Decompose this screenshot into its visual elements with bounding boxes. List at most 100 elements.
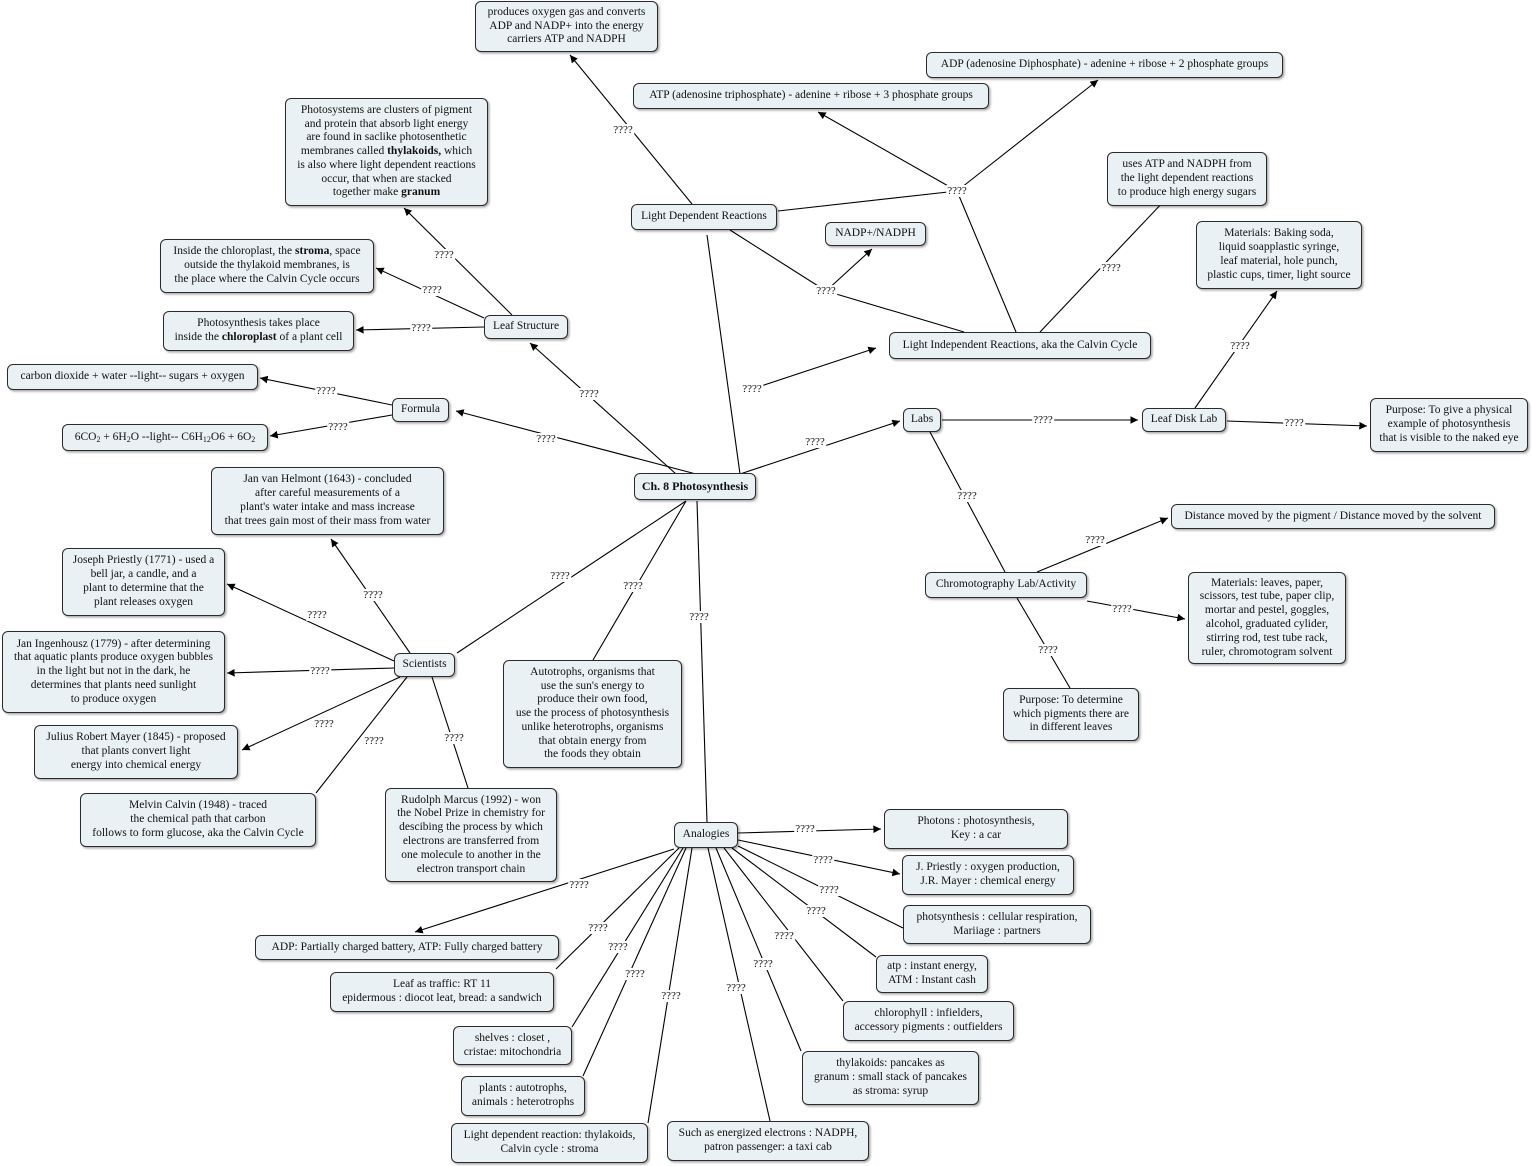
formula-node[interactable]: Formula bbox=[392, 398, 449, 422]
priestly-node[interactable]: Joseph Priestly (1771) - used a bell jar… bbox=[62, 548, 225, 616]
link-label[interactable]: ???? bbox=[535, 433, 557, 445]
calvin-label: Melvin Calvin (1948) - traced the chemic… bbox=[92, 799, 304, 839]
analogy-lightdep-node[interactable]: Light dependent reaction: thylakoids, Ca… bbox=[451, 1123, 648, 1163]
link-label[interactable]: ???? bbox=[421, 284, 443, 296]
analogy-plants-node[interactable]: plants : autotrophs, animals : heterotro… bbox=[461, 1076, 585, 1116]
link-label[interactable]: ???? bbox=[622, 580, 644, 592]
link-label[interactable]: ???? bbox=[549, 570, 571, 582]
light-dependent-node[interactable]: Light Dependent Reactions bbox=[631, 204, 777, 230]
leaf-disk-node[interactable]: Leaf Disk Lab bbox=[1142, 408, 1226, 432]
link-label[interactable]: ???? bbox=[812, 854, 834, 866]
formula-chem-label: 6CO2 + 6H2O --light-- C6H12O6 + 6O2 bbox=[74, 430, 256, 444]
root-node[interactable]: Ch. 8 Photosynthesis bbox=[634, 473, 756, 500]
link-label[interactable]: ???? bbox=[306, 609, 328, 621]
link-label[interactable]: ???? bbox=[443, 732, 465, 744]
rf-formula-label: Distance moved by the pigment / Distance… bbox=[1184, 509, 1482, 522]
analogy-atp-node[interactable]: atp : instant energy, ATM : Instant cash bbox=[876, 955, 988, 993]
autotrophs-node[interactable]: Autotrophs, organisms that use the sun's… bbox=[503, 660, 682, 768]
adp-node[interactable]: ADP (adenosine Diphosphate) - adenine + … bbox=[926, 52, 1283, 78]
link-label[interactable]: ???? bbox=[612, 124, 634, 136]
connector-line bbox=[647, 847, 693, 1124]
analogy-chlorophyll-node[interactable]: chlorophyll : infielders, accessory pigm… bbox=[843, 1001, 1014, 1041]
connector-line bbox=[777, 190, 958, 212]
link-label[interactable]: ???? bbox=[362, 589, 384, 601]
link-label[interactable]: ???? bbox=[1100, 262, 1122, 274]
leaf-disk-materials-node[interactable]: Materials: Baking soda, liquid soapplast… bbox=[1196, 221, 1362, 289]
link-label[interactable]: ???? bbox=[363, 735, 385, 747]
photosystems-node[interactable]: Photosystems are clusters of pigment and… bbox=[285, 98, 488, 206]
analogy-chlorophyll-label: chlorophyll : infielders, accessory pigm… bbox=[854, 1007, 1003, 1033]
link-label[interactable]: ???? bbox=[688, 611, 710, 623]
calvin-use-node[interactable]: uses ATP and NADPH from the light depend… bbox=[1107, 152, 1267, 206]
analogies-node[interactable]: Analogies bbox=[674, 822, 738, 848]
link-label[interactable]: ???? bbox=[433, 249, 455, 261]
link-label[interactable]: ???? bbox=[1032, 414, 1054, 426]
link-label[interactable]: ???? bbox=[804, 436, 826, 448]
calvin-node[interactable]: Melvin Calvin (1948) - traced the chemic… bbox=[80, 793, 316, 847]
connector-line bbox=[715, 847, 802, 1052]
link-label[interactable]: ???? bbox=[1084, 534, 1106, 546]
link-label[interactable]: ???? bbox=[773, 930, 795, 942]
link-label[interactable]: ???? bbox=[805, 905, 827, 917]
analogy-shelves-node[interactable]: shelves : closet , cristae: mitochondria bbox=[453, 1026, 572, 1065]
light-dependent-result-node[interactable]: produces oxygen gas and converts ADP and… bbox=[475, 1, 658, 52]
connector-line bbox=[555, 847, 680, 970]
link-label[interactable]: ???? bbox=[725, 982, 747, 994]
link-label[interactable]: ???? bbox=[818, 884, 840, 896]
link-label[interactable]: ???? bbox=[1229, 340, 1251, 352]
analogy-cellresp-node[interactable]: photsynthesis : cellular respiration, Ma… bbox=[903, 905, 1091, 944]
connector-line bbox=[456, 500, 687, 654]
link-label[interactable]: ???? bbox=[660, 990, 682, 1002]
chromatography-materials-node[interactable]: Materials: leaves, paper, scissors, test… bbox=[1188, 572, 1346, 664]
link-label[interactable]: ???? bbox=[607, 941, 629, 953]
light-dependent-label: Light Dependent Reactions bbox=[641, 210, 767, 223]
link-label[interactable]: ???? bbox=[568, 879, 590, 891]
link-label[interactable]: ???? bbox=[327, 421, 349, 433]
link-label[interactable]: ???? bbox=[410, 322, 432, 334]
labs-node[interactable]: Labs bbox=[903, 408, 941, 432]
analogy-photons-node[interactable]: Photons : photosynthesis, Key : a car bbox=[884, 809, 1068, 849]
chromatography-purpose-node[interactable]: Purpose: To determine which pigments the… bbox=[1003, 688, 1139, 741]
link-label[interactable]: ???? bbox=[309, 665, 331, 677]
analogy-battery-node[interactable]: ADP: Partially charged battery, ATP: Ful… bbox=[255, 935, 559, 960]
chloroplast-node[interactable]: Photosynthesis takes place inside the ch… bbox=[163, 311, 354, 351]
labs-label: Labs bbox=[910, 413, 934, 426]
atp-node[interactable]: ATP (adenosine triphosphate) - adenine +… bbox=[633, 83, 989, 109]
formula-words-label: carbon dioxide + water --light-- sugars … bbox=[20, 370, 245, 383]
link-label[interactable]: ???? bbox=[752, 958, 774, 970]
link-label[interactable]: ???? bbox=[815, 285, 837, 297]
leaf-structure-node[interactable]: Leaf Structure bbox=[484, 315, 568, 339]
link-label[interactable]: ???? bbox=[1037, 644, 1059, 656]
nadp-node[interactable]: NADP+/NADPH bbox=[825, 222, 926, 246]
link-label[interactable]: ???? bbox=[315, 385, 337, 397]
link-label[interactable]: ???? bbox=[1111, 603, 1133, 615]
mayer-label: Julius Robert Mayer (1845) - proposed th… bbox=[46, 731, 226, 771]
link-label[interactable]: ???? bbox=[624, 968, 646, 980]
link-label[interactable]: ???? bbox=[578, 388, 600, 400]
scientists-node[interactable]: Scientists bbox=[394, 653, 455, 677]
link-label[interactable]: ???? bbox=[587, 922, 609, 934]
analogy-leaf-node[interactable]: Leaf as traffic: RT 11 epidermous : dioc… bbox=[330, 972, 554, 1012]
chromatography-node[interactable]: Chromotography Lab/Activity bbox=[925, 572, 1087, 598]
light-independent-node[interactable]: Light Independent Reactions, aka the Cal… bbox=[889, 332, 1151, 359]
leaf-disk-purpose-node[interactable]: Purpose: To give a physical example of p… bbox=[1370, 398, 1528, 452]
link-label[interactable]: ???? bbox=[741, 383, 763, 395]
analogy-electrons-node[interactable]: Such as energized electrons : NADPH, pat… bbox=[667, 1121, 869, 1161]
link-label[interactable]: ???? bbox=[313, 718, 335, 730]
connector-line bbox=[956, 190, 1017, 333]
link-label[interactable]: ???? bbox=[946, 185, 968, 197]
link-label[interactable]: ???? bbox=[1283, 417, 1305, 429]
analogy-priestly-node[interactable]: J. Priestly : oxygen production, J.R. Ma… bbox=[902, 855, 1074, 895]
ingenhousz-node[interactable]: Jan Ingenhousz (1779) - after determinin… bbox=[2, 631, 225, 713]
rf-formula-node[interactable]: Distance moved by the pigment / Distance… bbox=[1171, 504, 1495, 529]
helmont-node[interactable]: Jan van Helmont (1643) - concluded after… bbox=[211, 467, 444, 535]
marcus-node[interactable]: Rudolph Marcus (1992) - won the Nobel Pr… bbox=[385, 788, 557, 882]
analogy-thylakoids-label: thylakoids: pancakes as granum : small s… bbox=[814, 1057, 967, 1097]
formula-chem-node[interactable]: 6CO2 + 6H2O --light-- C6H12O6 + 6O2 bbox=[62, 424, 268, 451]
formula-words-node[interactable]: carbon dioxide + water --light-- sugars … bbox=[7, 364, 258, 390]
mayer-node[interactable]: Julius Robert Mayer (1845) - proposed th… bbox=[34, 725, 238, 779]
link-label[interactable]: ???? bbox=[956, 490, 978, 502]
analogy-thylakoids-node[interactable]: thylakoids: pancakes as granum : small s… bbox=[802, 1051, 979, 1105]
link-label[interactable]: ???? bbox=[794, 823, 816, 835]
stroma-node[interactable]: Inside the chloroplast, the stroma, spac… bbox=[160, 239, 374, 293]
